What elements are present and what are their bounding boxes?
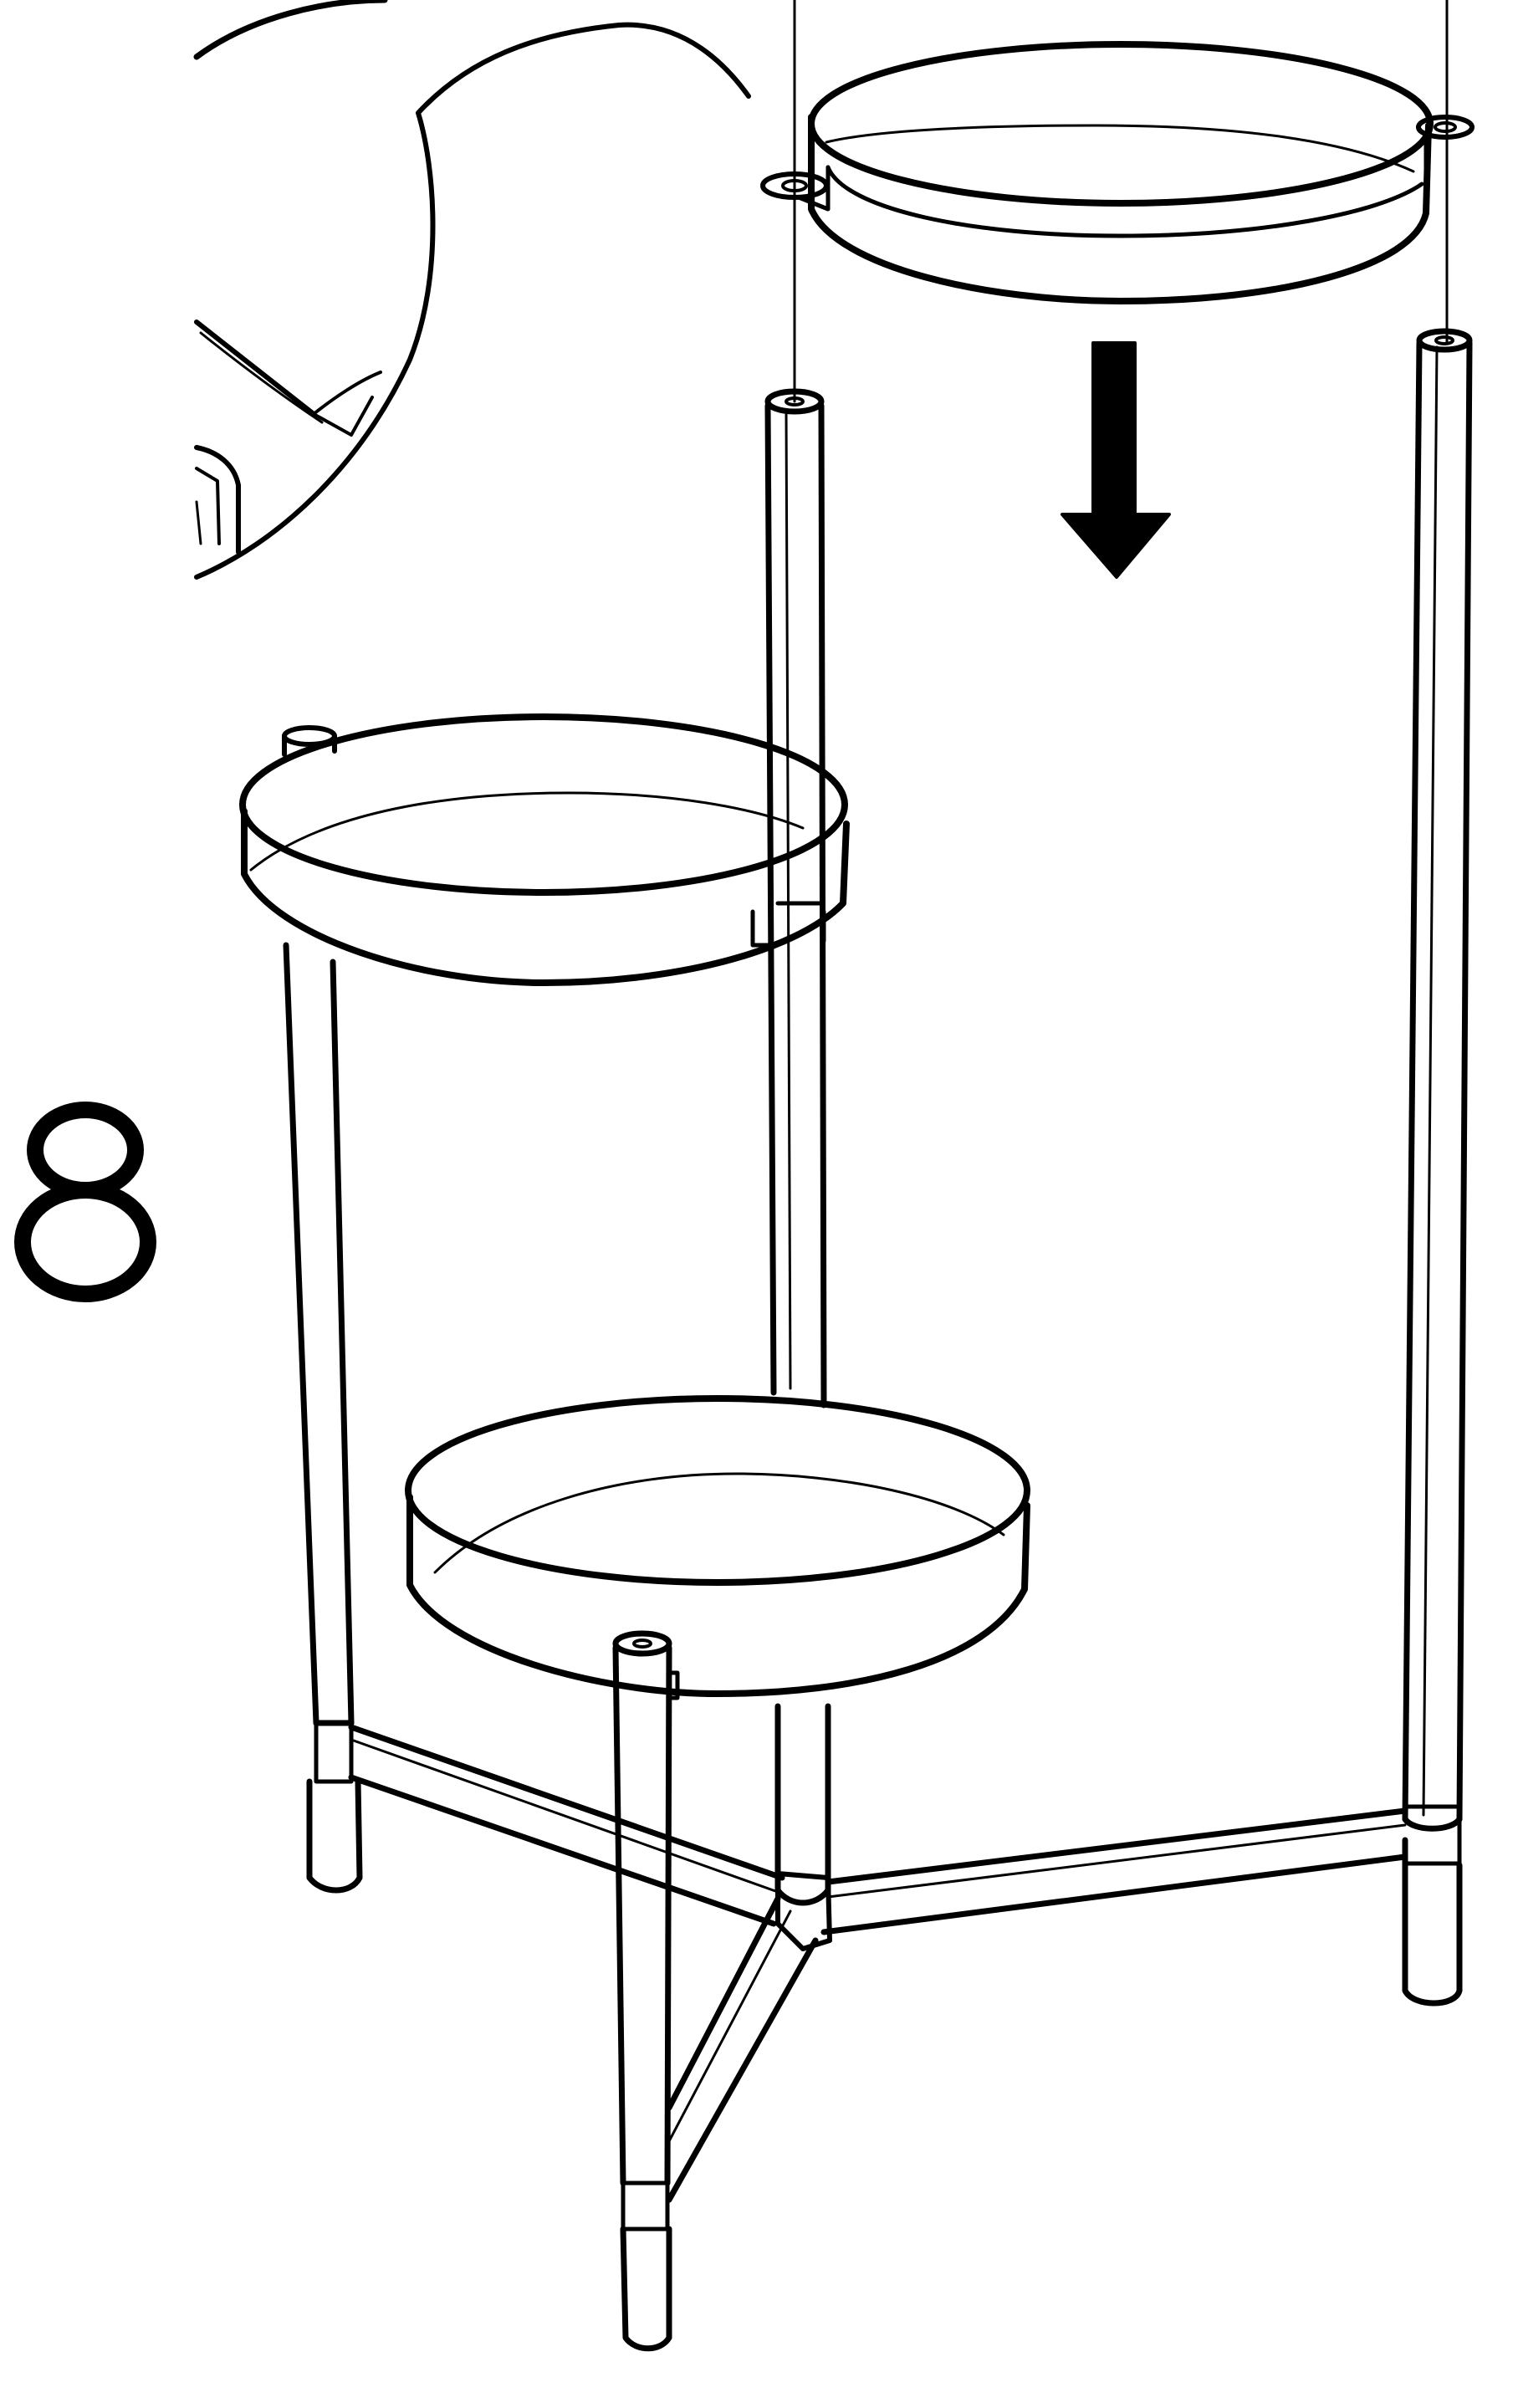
bottom-tray <box>405 1395 1030 1697</box>
guide-lines <box>793 0 1449 403</box>
left-pole <box>283 942 363 1894</box>
base-frame <box>348 1724 1462 2203</box>
step-number-glyph <box>14 1102 156 1302</box>
front-pole <box>612 1630 680 2352</box>
middle-tray <box>239 713 850 986</box>
step-number-label: 8 <box>15 1079 182 1313</box>
top-tray <box>760 41 1475 304</box>
right-pole <box>1402 328 1473 2007</box>
center-pole <box>764 388 831 1906</box>
detail-magnifier-icon <box>193 0 751 580</box>
down-arrow-icon <box>1061 341 1171 579</box>
